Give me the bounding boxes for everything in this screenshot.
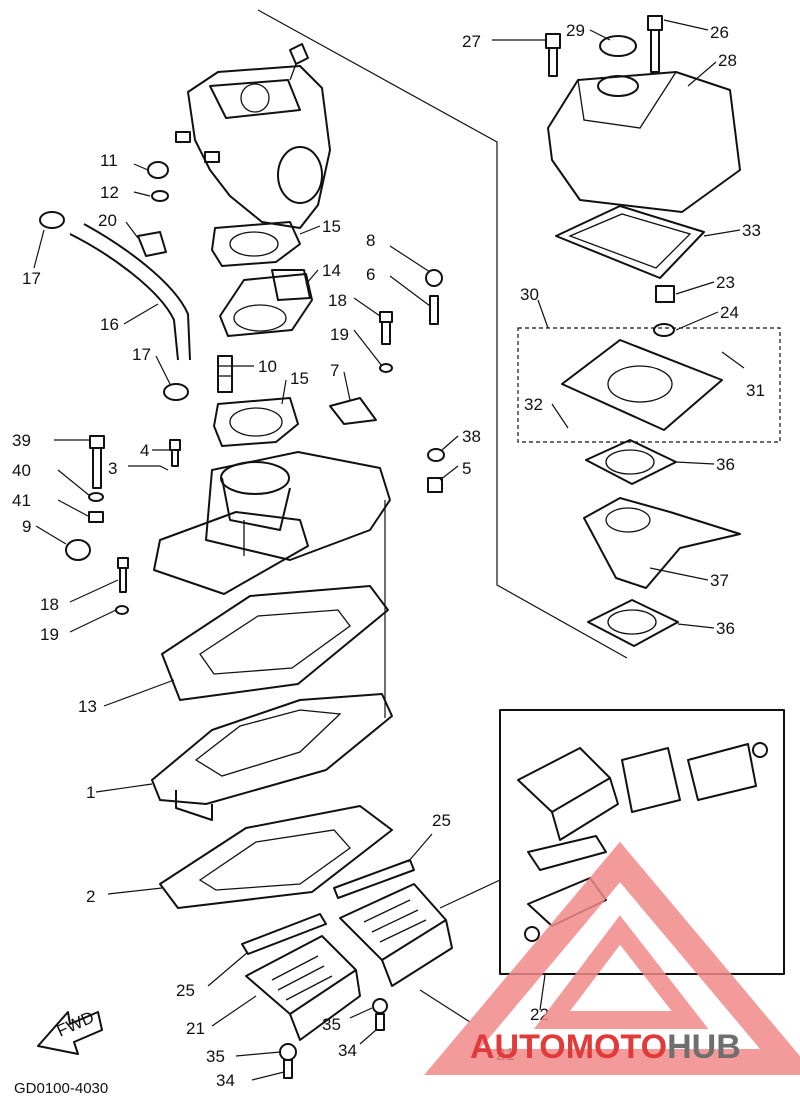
callout-18b: 18 (40, 595, 59, 614)
cylinder-block (175, 43, 331, 229)
nut-11-washer-12 (147, 161, 169, 202)
callout-32: 32 (524, 395, 543, 414)
reed-valve-21-right (339, 883, 453, 987)
callout-18a: 18 (328, 291, 347, 310)
callout-5: 5 (462, 459, 471, 478)
manifold-3 (153, 451, 391, 595)
reed-stopper-25-left (241, 913, 327, 955)
gasket-15-lower (213, 397, 299, 447)
washer-40-collar-41 (88, 492, 104, 523)
callout-35b: 35 (206, 1047, 225, 1066)
watermark-text-hub: HUB (667, 1028, 741, 1066)
callout-4: 4 (140, 441, 149, 460)
callout-41: 41 (12, 491, 31, 510)
gasket-13 (161, 585, 389, 701)
watermark-text-moto: MOTO (566, 1028, 667, 1066)
gasket-2 (159, 805, 393, 909)
bolt-4 (169, 439, 181, 467)
callout-17b: 17 (132, 345, 151, 364)
assembly-guide-lines (257, 9, 628, 1011)
callout-34b: 34 (216, 1071, 235, 1090)
plate-30 (517, 327, 781, 443)
callout-33: 33 (742, 221, 761, 240)
holder-20 (137, 231, 167, 257)
gasket-15-upper (211, 221, 301, 267)
callout-19b: 19 (40, 625, 59, 644)
gasket-36-bottom (587, 599, 679, 647)
callout-27: 27 (462, 32, 481, 51)
callout-25a: 25 (432, 811, 451, 830)
callout-9: 9 (22, 517, 31, 536)
callout-11: 11 (100, 151, 118, 170)
callout-21a: 21 (186, 1019, 205, 1038)
callout-23: 23 (716, 273, 735, 292)
callout-31: 31 (746, 381, 765, 400)
callout-35a: 35 (322, 1015, 341, 1034)
stud-10 (217, 355, 233, 393)
gasket-33 (555, 205, 705, 279)
bracket-37 (583, 497, 741, 589)
watermark-logo: AUTOMOTOHUB (424, 841, 800, 1075)
cap-29 (599, 35, 637, 57)
callout-29: 29 (566, 21, 585, 40)
reed-valve-21-left (245, 935, 361, 1041)
callout-24: 24 (720, 303, 739, 322)
callout-16: 16 (100, 315, 119, 334)
watermark-text-auto: AUTO (470, 1028, 566, 1066)
callout-12: 12 (100, 183, 119, 202)
callout-34a: 34 (338, 1041, 357, 1060)
callout-36b: 36 (716, 619, 735, 638)
callout-8: 8 (366, 231, 375, 250)
callout-25b: 25 (176, 981, 195, 1000)
callout-30: 30 (520, 285, 539, 304)
callout-14: 14 (322, 261, 341, 280)
clamp-9 (65, 539, 91, 561)
callout-10: 10 (258, 357, 277, 376)
detail-box-22 (499, 709, 785, 975)
callout-6: 6 (366, 265, 375, 284)
callout-19a: 19 (330, 325, 349, 344)
callout-7: 7 (330, 361, 339, 380)
drawing-code: GD0100-4030 (14, 1080, 108, 1097)
callout-26: 26 (710, 23, 729, 42)
callout-13: 13 (78, 697, 97, 716)
spacer-14 (219, 269, 313, 337)
callout-28: 28 (718, 51, 737, 70)
bolt-23-washer-24 (653, 285, 675, 337)
callout-40: 40 (12, 461, 31, 480)
bolt-27 (545, 33, 561, 77)
reed-valve-housing-1 (151, 693, 393, 821)
callout-36a: 36 (716, 455, 735, 474)
callout-3: 3 (108, 459, 117, 478)
callout-38: 38 (462, 427, 481, 446)
callout-1: 1 (86, 783, 95, 802)
reed-stopper-25-right (333, 859, 415, 899)
hose-16 (69, 223, 191, 361)
bolt-39 (89, 435, 105, 489)
fwd-arrow: FWD (37, 1008, 103, 1055)
leader-lines (33, 19, 745, 1081)
cover-28 (547, 71, 741, 213)
callout-2: 2 (86, 887, 95, 906)
callout-15a: 15 (322, 217, 341, 236)
callout-39: 39 (12, 431, 31, 450)
callout-37: 37 (710, 571, 729, 590)
mid-right-small-parts (329, 269, 445, 493)
callout-20: 20 (98, 211, 117, 230)
callout-17a: 17 (22, 269, 41, 288)
callout-15b: 15 (290, 369, 309, 388)
svg-text:AUTOMOTOHUB: AUTOMOTOHUB (470, 1028, 741, 1066)
bolt-26 (647, 15, 663, 73)
gasket-36-top (585, 439, 677, 485)
clamp-17 (39, 211, 189, 401)
bolt-18-washer-19-left (115, 557, 129, 615)
watermark-triangle-icon (424, 841, 800, 1075)
